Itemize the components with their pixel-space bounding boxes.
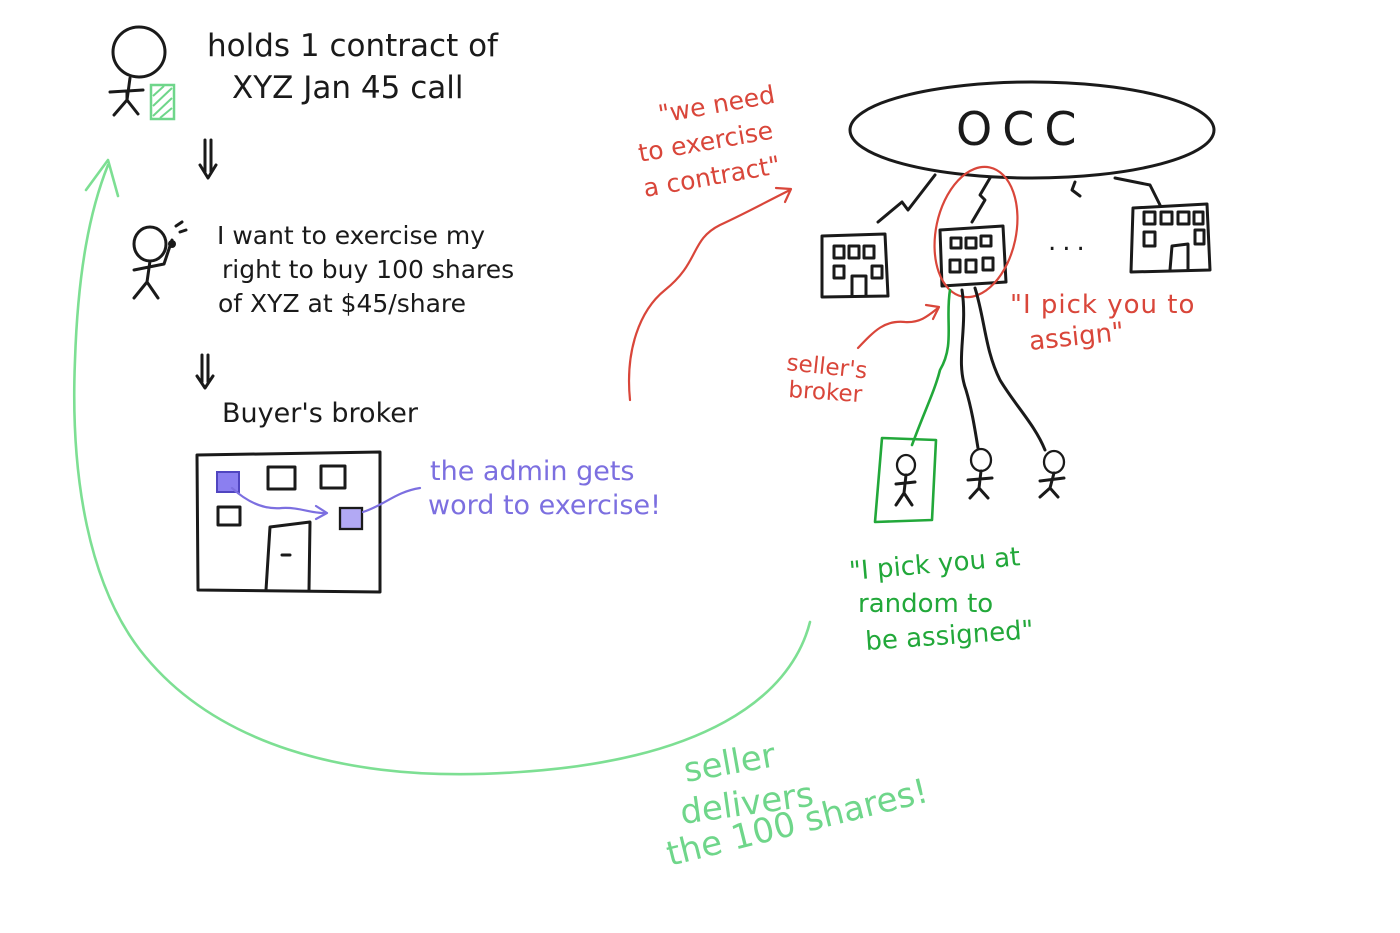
seller-broker-label-line2: broker — [788, 377, 864, 408]
holder-figure — [108, 25, 167, 117]
occ-connector — [876, 173, 937, 224]
assigned-seller-figure — [873, 436, 938, 524]
down-arrow-icon — [195, 353, 215, 390]
random-note-line3: be assigned" — [864, 615, 1034, 657]
occ-connector — [970, 176, 992, 224]
broker-building-icon — [1129, 202, 1212, 274]
random-note-line1: "I pick you at — [848, 542, 1021, 587]
admin-pointer-line — [361, 486, 422, 514]
assign-note-line2: assign" — [1028, 317, 1126, 357]
internal-transfer-arrow-icon — [230, 486, 329, 521]
exercise-request-text-line2: right to buy 100 shares — [222, 255, 514, 284]
admin-note-line2: word to exercise! — [428, 490, 661, 521]
customer-connector — [973, 286, 1047, 452]
exercise-request-text-line3: of XYZ at $45/share — [218, 289, 466, 318]
seller-broker-building-icon — [938, 224, 1008, 288]
occ-connector — [1113, 176, 1162, 207]
random-note-line2: random to — [858, 589, 993, 619]
holds-contract-text-line1: holds 1 contract of — [207, 28, 499, 64]
exerciser-figure — [132, 220, 188, 300]
occ-connector — [1070, 180, 1082, 198]
buyer-broker-label: Buyer's broker — [222, 398, 419, 429]
seller-broker-arrow-icon — [856, 303, 941, 350]
down-arrow-icon — [198, 138, 218, 180]
exercise-request-text-line1: I want to exercise my — [217, 221, 485, 250]
delivery-arrow-icon — [72, 158, 812, 776]
occ-ellipse — [848, 80, 1216, 180]
exercise-request-arrow-icon — [628, 186, 793, 402]
buyer-broker-building-icon — [195, 450, 382, 594]
occ-label: OCC — [956, 102, 1086, 156]
assignment-line — [910, 288, 952, 447]
holds-contract-text-line2: XYZ Jan 45 call — [232, 70, 463, 106]
contract-icon — [149, 83, 176, 121]
customer-connector — [959, 288, 980, 450]
broker-building-icon — [820, 232, 890, 299]
customer-figure — [1038, 449, 1066, 499]
admin-note-line1: the admin gets — [430, 456, 634, 487]
assign-note-line1: "I pick you to — [1010, 290, 1195, 320]
more-brokers-ellipsis: ... — [1048, 227, 1091, 257]
customer-figure — [966, 447, 994, 500]
